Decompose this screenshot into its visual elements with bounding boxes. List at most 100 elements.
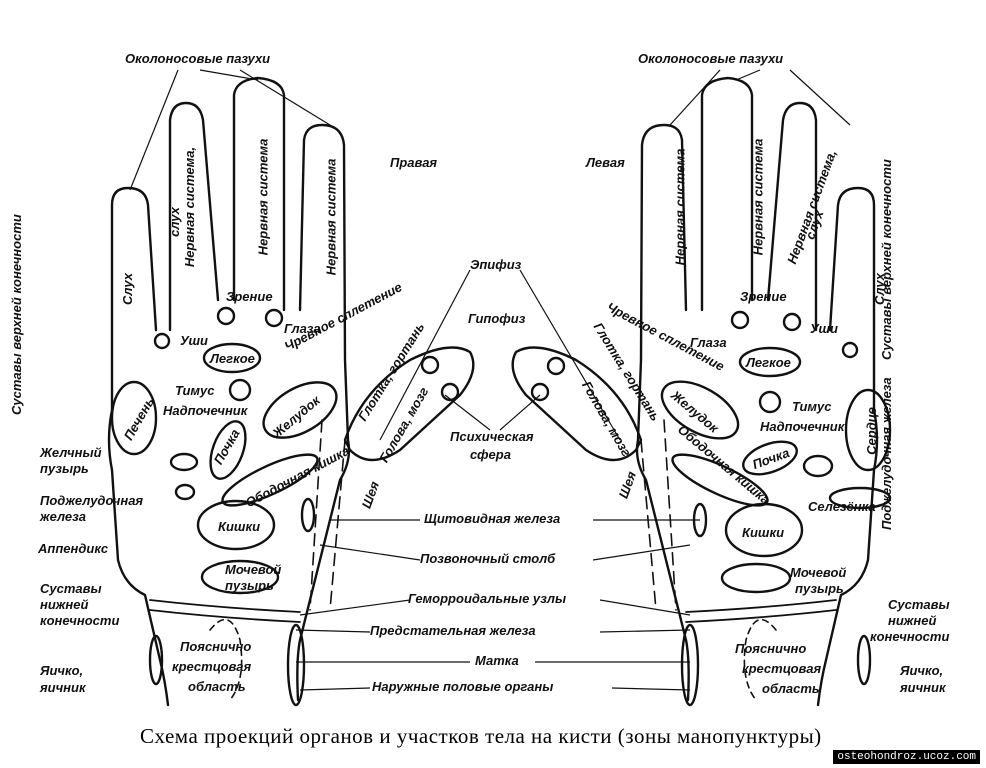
- right-lumbar-label3: область: [188, 679, 246, 694]
- right-bladder-zone: [200, 559, 280, 595]
- left-colon-zone: [671, 453, 769, 507]
- left-joints-lower-label1: Суставы: [888, 597, 950, 612]
- right-ears-zone: [153, 332, 171, 350]
- right-testis-label1: Яичко,: [40, 663, 84, 678]
- left-thymus-zone: [758, 390, 782, 414]
- left-bladder-label2: пузырь: [795, 581, 844, 596]
- left-adrenal-label: Надпочечник: [760, 419, 845, 434]
- left-joints-lower-label3: конечности: [870, 629, 950, 644]
- left-nerve-label1: Нервная система: [672, 148, 688, 266]
- left-lumbar-label1: Поясничнo: [735, 641, 807, 656]
- right-lumbar-label1: Поясничнo: [180, 639, 252, 654]
- left-sinuses-label: Околоносовые пазухи: [638, 51, 784, 66]
- left-joints-lower-label2: нижней: [888, 613, 937, 628]
- left-hand-outline: [635, 76, 879, 707]
- right-testis-zone: [148, 634, 164, 686]
- right-appendix-label: Аппендикс: [38, 541, 109, 556]
- left-intestine-label: Кишки: [742, 525, 785, 540]
- left-testis-label2: яичник: [900, 680, 946, 695]
- right-stomach-zone: [262, 381, 338, 439]
- hemorrhoid-label: Геморроидальные узлы: [408, 591, 567, 606]
- right-lung-label: Легкое: [210, 351, 255, 366]
- right-spine-dash: [309, 419, 346, 611]
- right-gallbladder-label2: пузырь: [40, 461, 89, 476]
- right-pancreas-label2: железа: [40, 509, 86, 524]
- right-ears-label: Уши: [180, 333, 208, 348]
- right-joints-lower-label2: нижней: [40, 597, 89, 612]
- left-pancreas-zone: [828, 486, 892, 510]
- figure-caption: Схема проекций органов и участков тела н…: [140, 724, 822, 748]
- left-heart-label: Сердце: [863, 407, 879, 455]
- left-nerve-label2: Нервная система: [750, 138, 766, 256]
- left-vision-zone: [730, 310, 750, 330]
- right-intestine-label: Кишки: [218, 519, 261, 534]
- right-head-zone: [440, 382, 460, 402]
- left-hypophysis-zone: [546, 356, 566, 376]
- right-joints-lower-label3: конечности: [40, 613, 120, 628]
- right-bladder-label2: пузырь: [225, 578, 274, 593]
- left-head-zone: [530, 382, 550, 402]
- right-joints-lower-label1: Суставы: [40, 581, 102, 596]
- right-nerve-hearing-label1: Нервная система,: [182, 146, 198, 268]
- prostate-label: Предстательная железа: [370, 623, 536, 638]
- left-stomach-zone: [660, 380, 740, 440]
- right-gallbladder-label1: Желчный: [40, 445, 102, 460]
- spine-label: Позвоночный столб: [420, 551, 556, 566]
- right-lumbar-zone: [209, 618, 243, 701]
- left-bladder-zone: [720, 562, 792, 594]
- left-lumbar-label3: область: [762, 681, 820, 696]
- left-testis-label1: Яичко,: [900, 663, 944, 678]
- right-eyes-label: Глаза: [284, 321, 321, 336]
- left-ears-zone: [841, 341, 859, 359]
- right-thymus-zone: [228, 378, 252, 402]
- left-wrist-lines: [685, 599, 837, 623]
- left-lung-label: Легкое: [746, 355, 791, 370]
- left-thumb: [511, 346, 643, 462]
- right-nerve-label2: Нервная система: [323, 158, 339, 276]
- left-spleen-zone: [802, 454, 834, 478]
- left-prostate-zone: [680, 623, 700, 707]
- left-eyes-label: Глаза: [690, 335, 727, 350]
- right-thyroid-zone: [300, 497, 316, 533]
- psych-label2: сфера: [470, 447, 511, 462]
- epiphysis-label: Эпифиз: [470, 257, 522, 272]
- right-kidney-zone: [209, 420, 247, 480]
- right-hypophysis-zone: [420, 355, 440, 375]
- thyroid-label: Щитовидная железа: [424, 511, 561, 526]
- right-intestine-zone: [196, 499, 276, 551]
- right-colon-zone: [221, 453, 319, 507]
- right-wrist-lines: [149, 599, 301, 623]
- left-lung-zone: [738, 346, 802, 378]
- right-prostate-zone: [286, 623, 306, 707]
- right-testis-label2: яичник: [40, 680, 86, 695]
- left-heart-zone: [844, 388, 892, 472]
- right-hand-title: Правая: [390, 155, 438, 170]
- left-thymus-label: Тимус: [792, 399, 832, 414]
- right-nerve-hearing-label2: слух: [166, 207, 182, 237]
- right-thymus-label: Тимус: [175, 383, 215, 398]
- right-hearing-label: Слух: [119, 273, 135, 305]
- right-hand-outline: [107, 76, 351, 707]
- right-pancreas-label1: Поджелудочная: [40, 493, 144, 508]
- left-eyes-zone: [782, 312, 802, 332]
- left-bladder-label1: Мочевой: [790, 565, 847, 580]
- right-sinuses-label: Околоносовые пазухи: [125, 51, 271, 66]
- left-spine-dash: [640, 419, 677, 611]
- right-pancreas-zone: [174, 483, 196, 501]
- left-spleen-label: Селезёнка: [808, 499, 876, 514]
- right-thumb: [343, 346, 475, 462]
- right-gallbladder-zone: [169, 452, 199, 472]
- right-bladder-label1: Мочевой: [225, 562, 282, 577]
- right-lumbar-label2: крестцовая: [172, 659, 252, 674]
- uterus-label: Матка: [475, 653, 519, 668]
- right-liver-zone: [110, 380, 158, 456]
- right-vision-label: Зрение: [226, 289, 273, 304]
- psych-label1: Психическая: [450, 429, 534, 444]
- genitals-label: Наружные половые органы: [372, 679, 554, 694]
- left-ears-label: Уши: [810, 321, 838, 336]
- hypophysis-label: Гипофиз: [468, 311, 526, 326]
- left-testis-zone: [856, 634, 872, 686]
- left-lumbar-zone: [743, 618, 777, 701]
- watermark: osteohondroz.ucoz.com: [833, 750, 980, 764]
